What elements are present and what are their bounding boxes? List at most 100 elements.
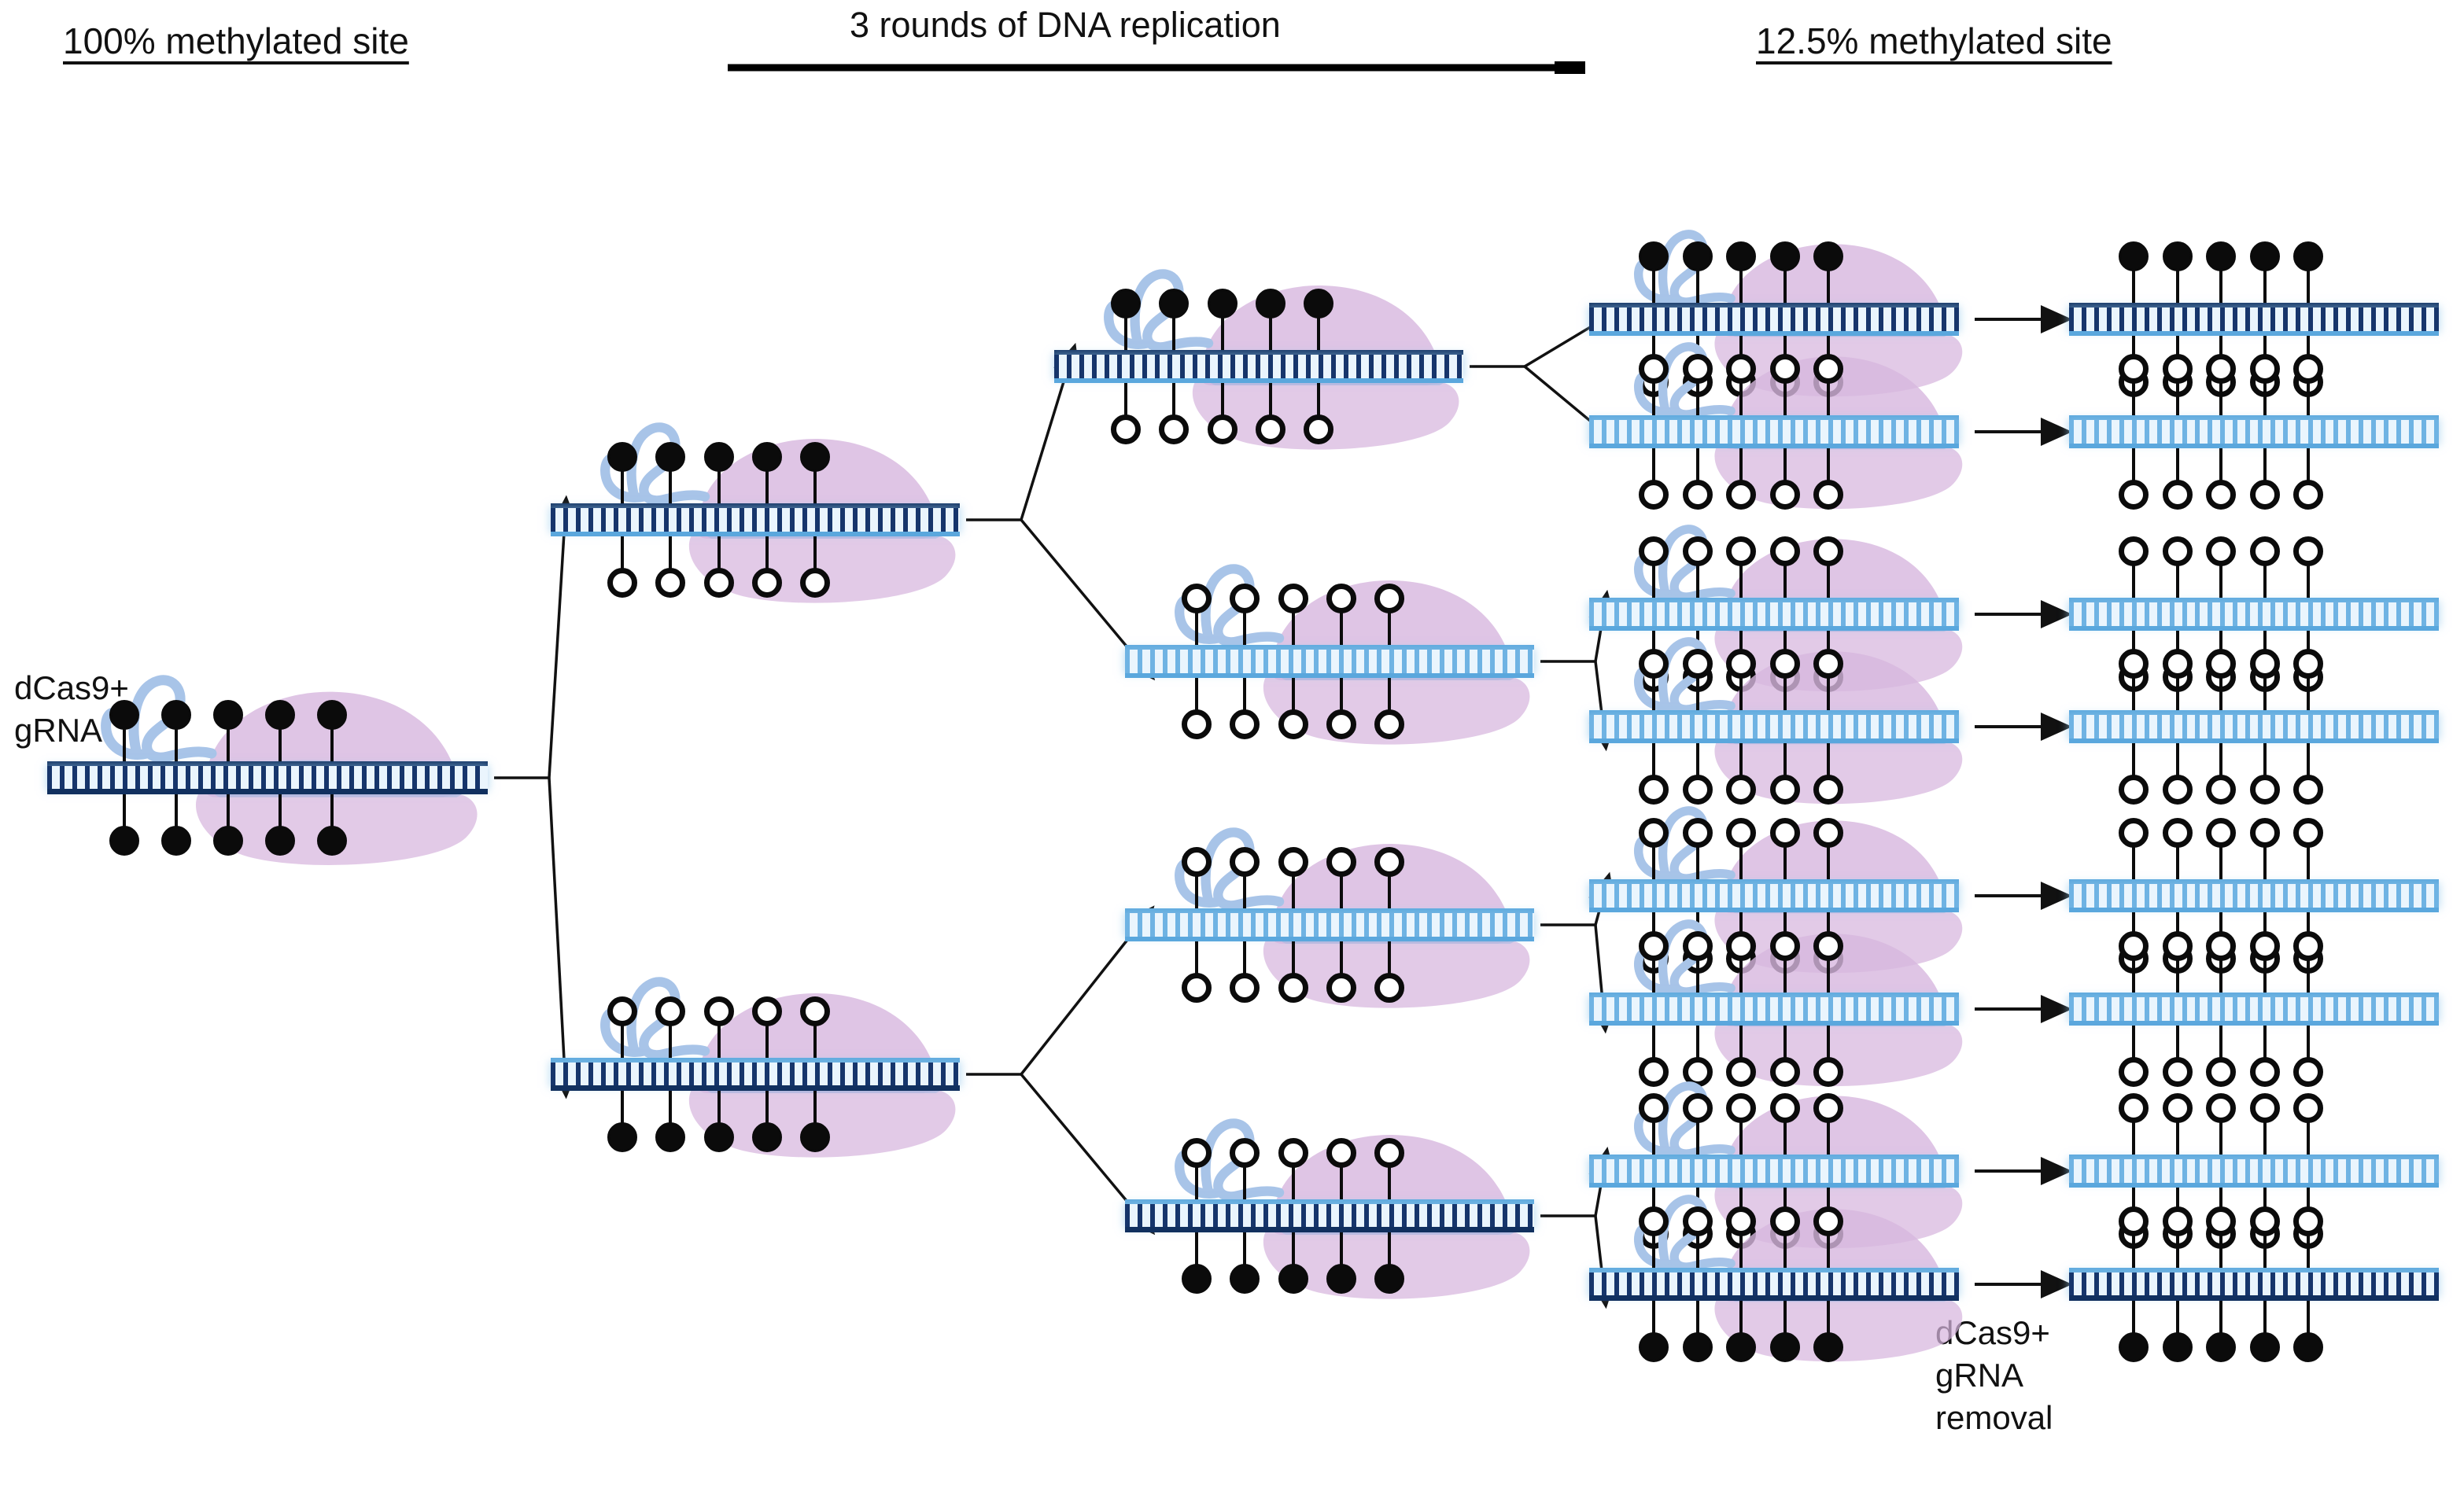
dna-base-pairs xyxy=(2069,884,2439,908)
cpg-head xyxy=(1374,584,1405,613)
cpg-stem xyxy=(1783,563,1787,598)
cpg-stem xyxy=(2175,1026,2179,1060)
cpg-stem xyxy=(1827,631,1831,665)
cpg-stem xyxy=(2307,1188,2311,1222)
cpg-stem xyxy=(1172,383,1176,418)
cpg-stem xyxy=(1827,676,1831,710)
cpg-head xyxy=(1726,775,1757,805)
cpg-head xyxy=(1111,414,1141,444)
cpg-stem xyxy=(2132,912,2136,947)
dna-strand-bottom xyxy=(2069,738,2439,743)
dna-duplex xyxy=(47,761,488,794)
cpg-stem xyxy=(1652,845,1656,879)
cpg-stem xyxy=(1695,381,1699,415)
dna-strand-bottom xyxy=(551,532,960,536)
dna-base-pairs xyxy=(47,766,488,790)
cpg-stem xyxy=(1783,845,1787,879)
cpg-head xyxy=(1726,241,1757,271)
dna-duplex xyxy=(2069,879,2439,912)
cpg-head xyxy=(2206,931,2237,961)
cpg-head xyxy=(1682,1093,1713,1123)
cpg-stem xyxy=(621,1091,624,1125)
dna-strand-bottom xyxy=(1589,626,1959,631)
cpg-stem xyxy=(1783,448,1787,483)
cpg-head xyxy=(1639,1057,1669,1087)
dna-strand-bottom xyxy=(1125,1227,1534,1232)
cpg-head xyxy=(2293,480,2324,510)
cpg-stem xyxy=(1827,448,1831,483)
cpg-stem xyxy=(2132,845,2136,879)
cpg-stem xyxy=(1827,1301,1831,1335)
cpg-head xyxy=(265,700,296,730)
cpg-head xyxy=(2249,536,2280,566)
cpg-head xyxy=(1374,1138,1405,1168)
cpg-head xyxy=(1769,818,1800,848)
cpg-stem xyxy=(1827,1188,1831,1222)
cpg-stem xyxy=(227,727,231,761)
dna-duplex xyxy=(1054,350,1463,383)
dna-base-pairs xyxy=(2069,308,2439,331)
dna-strand-top xyxy=(1125,908,1534,913)
cpg-stem xyxy=(2132,448,2136,483)
cpg-head xyxy=(655,996,686,1026)
cpg-stem xyxy=(1695,1233,1699,1268)
branch-arrow xyxy=(1020,342,1080,521)
dna-strand-bottom xyxy=(2069,1295,2439,1301)
cpg-head xyxy=(2206,818,2237,848)
cpg-stem xyxy=(2132,1026,2136,1060)
cpg-stem xyxy=(1652,1120,1656,1155)
cpg-stem xyxy=(1739,676,1743,710)
cpg-stem xyxy=(2132,1301,2136,1335)
cpg-head xyxy=(2249,931,2280,961)
cpg-head xyxy=(1207,414,1238,444)
cpg-stem xyxy=(2175,1301,2179,1335)
cpg-stem xyxy=(1652,336,1656,370)
cpg-head xyxy=(1813,1057,1844,1087)
cpg-head xyxy=(1813,1206,1844,1236)
cpg-head xyxy=(2119,480,2149,510)
cpg-stem xyxy=(1695,1301,1699,1335)
cpg-head xyxy=(1374,1264,1405,1294)
dna-complex xyxy=(1589,1194,1963,1362)
cpg-stem xyxy=(765,536,769,571)
page-title-left: 100% methylated site xyxy=(63,20,409,61)
dna-strand-top xyxy=(2069,598,2439,602)
cpg-stem xyxy=(1652,1233,1656,1268)
dna-strand-bottom xyxy=(2069,626,2439,631)
cpg-stem xyxy=(1220,383,1224,418)
cpg-stem xyxy=(1827,336,1831,370)
cpg-head xyxy=(752,1122,783,1152)
cpg-head xyxy=(2206,1093,2237,1123)
dna-strand-top xyxy=(551,1058,960,1063)
dna-duplex xyxy=(1589,415,1959,448)
cpg-head xyxy=(317,700,348,730)
dna-duplex xyxy=(2069,303,2439,336)
cpg-head xyxy=(1813,931,1844,961)
cpg-head xyxy=(2293,354,2324,384)
dna-complex xyxy=(2069,1093,2439,1249)
dna-strand-bottom xyxy=(2069,444,2439,448)
cpg-head xyxy=(2119,536,2149,566)
cpg-head xyxy=(1639,480,1669,510)
dna-base-pairs xyxy=(551,508,960,532)
cpg-head xyxy=(2162,480,2193,510)
cpg-stem xyxy=(1269,383,1273,418)
cpg-head xyxy=(800,996,831,1026)
cpg-stem xyxy=(1739,268,1743,303)
cpg-stem xyxy=(2219,743,2223,778)
cpg-head xyxy=(1639,354,1669,384)
cpg-head xyxy=(2206,354,2237,384)
dna-base-pairs xyxy=(2069,602,2439,626)
cpg-stem xyxy=(1827,1026,1831,1060)
cpg-stem xyxy=(2263,1026,2267,1060)
cpg-stem xyxy=(1783,381,1787,415)
cpg-stem xyxy=(1783,958,1787,993)
cpg-stem xyxy=(1291,1165,1295,1199)
cpg-head xyxy=(2249,1206,2280,1236)
cpg-stem xyxy=(1243,1165,1247,1199)
cpg-head xyxy=(1769,775,1800,805)
cpg-stem xyxy=(1195,610,1198,645)
cpg-stem xyxy=(2263,845,2267,879)
cpg-stem xyxy=(1195,1165,1198,1199)
cpg-head xyxy=(1813,1332,1844,1362)
